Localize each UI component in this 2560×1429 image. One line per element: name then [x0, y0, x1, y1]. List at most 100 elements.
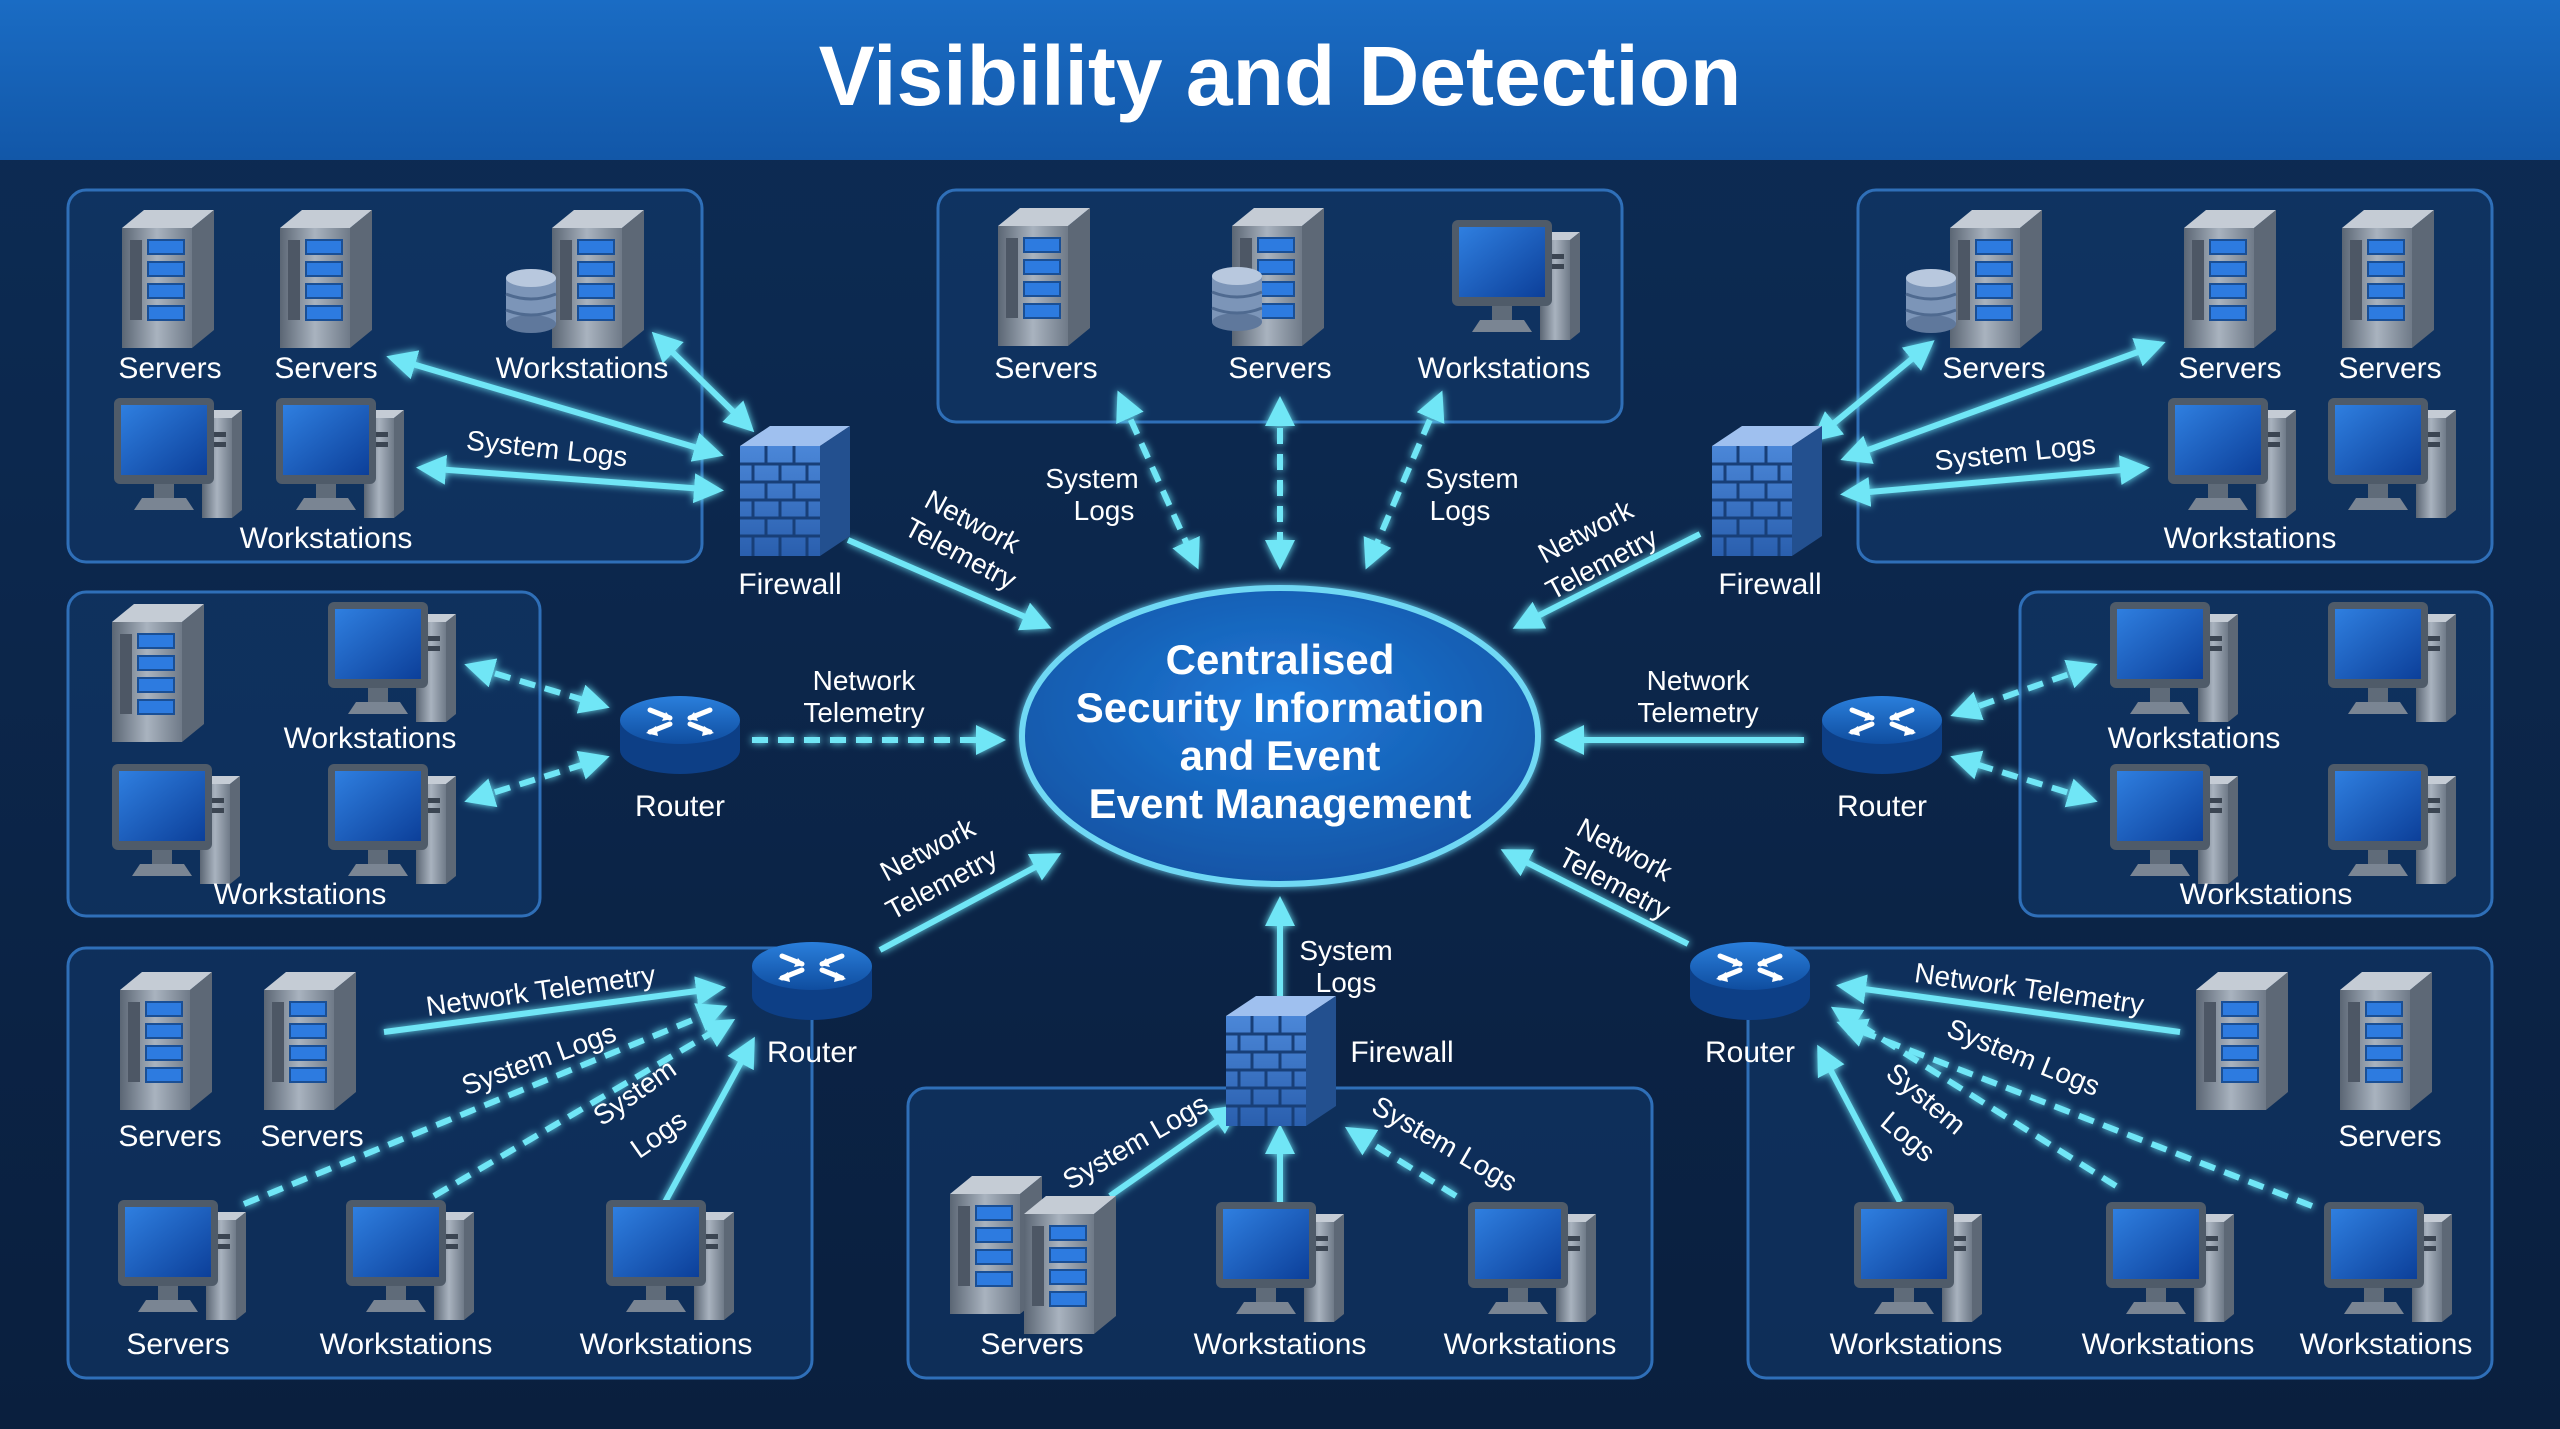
- arrow-bl-syslogs2-router: [432, 1018, 736, 1199]
- label-tl-servers-1: Servers: [118, 352, 221, 385]
- label-bl-servers-1: Servers: [118, 1120, 221, 1153]
- server-icon: [997, 207, 1091, 347]
- label-tc-workstations: Workstations: [1418, 352, 1591, 385]
- arrow-firewall-left-hub: [846, 537, 1052, 631]
- label-tr-workstations: Workstations: [2164, 522, 2337, 555]
- label-br-workstations-3: Workstations: [2300, 1328, 2473, 1361]
- label-br-workstations-1: Workstations: [1830, 1328, 2003, 1361]
- label-ml-network: Network: [813, 665, 917, 696]
- arrow-tl-syslogs-firewall: [416, 454, 724, 504]
- server-icon: [119, 971, 213, 1111]
- label-tc-logs-right: Logs: [1430, 495, 1491, 526]
- label-bc-servers: Servers: [980, 1328, 1083, 1361]
- arrow-ml-ws1-router: [464, 658, 610, 714]
- siem-hub: [1019, 585, 1541, 887]
- server-icon: [1023, 1195, 1117, 1335]
- label-br-servers: Servers: [2338, 1120, 2441, 1153]
- server-icon: [2341, 209, 2435, 349]
- label-router-bottom-right: Router: [1705, 1036, 1795, 1069]
- label-bl-servers-2: Servers: [260, 1120, 363, 1153]
- router-icon: [1822, 696, 1942, 774]
- server-icon: [279, 209, 373, 349]
- arrow-router-br-hub: [1500, 849, 1690, 947]
- label-tr-servers-2: Servers: [2178, 352, 2281, 385]
- arrow-br-syslogs-router: [1830, 1006, 2118, 1189]
- hub-line-3: and Event: [1180, 732, 1381, 779]
- database-icon: [1210, 265, 1264, 333]
- page-title: Visibility and Detection: [819, 29, 1742, 123]
- arrow-bc-servers-firewall: [1108, 1104, 1241, 1199]
- server-icon: [1949, 209, 2043, 349]
- label-mr-workstations-1: Workstations: [2108, 722, 2281, 755]
- label-firewall-right: Firewall: [1718, 568, 1821, 601]
- label-fwb-logs: Logs: [1316, 967, 1377, 998]
- label-firewall-bottom: Firewall: [1350, 1036, 1453, 1069]
- label-firewall-left: Firewall: [738, 568, 841, 601]
- siem-hub-label: Centralised Security Information and Eve…: [1076, 636, 1484, 827]
- router-icon: [1690, 942, 1810, 1020]
- firewall-icon: [1224, 994, 1338, 1128]
- arrow-br-ws-router: [1817, 1044, 1903, 1204]
- label-tc-system-right: System: [1425, 463, 1518, 494]
- label-tl-servers-2: Servers: [274, 352, 377, 385]
- arrow-bl-ws-router: [661, 1036, 755, 1206]
- router-icon: [620, 696, 740, 774]
- label-bc-workstations-1: Workstations: [1194, 1328, 1367, 1361]
- label-tl-workstations-1: Workstations: [496, 352, 669, 385]
- server-icon: [2183, 209, 2277, 349]
- server-icon: [2195, 971, 2289, 1111]
- arrow-bl-syslogs-router: [242, 1003, 728, 1207]
- arrow-tl-servers-firewall: [386, 350, 724, 462]
- arrow-firewall-right-hub: [1512, 531, 1702, 629]
- hub-line-1: Centralised: [1166, 636, 1395, 683]
- server-icon: [2339, 971, 2433, 1111]
- arrow-br-syslogs2-router: [1836, 1018, 2314, 1209]
- label-router-bottom-left: Router: [767, 1036, 857, 1069]
- label-bl-workstations-2: Workstations: [580, 1328, 753, 1361]
- label-tc-servers-2: Servers: [1228, 352, 1331, 385]
- arrow-tc-right-hub: [1363, 390, 1445, 570]
- label-tc-logs-left: Logs: [1074, 495, 1135, 526]
- label-router-mid-left: Router: [635, 790, 725, 823]
- label-tc-servers-1: Servers: [994, 352, 1097, 385]
- arrow-tr-syslogs-firewall: [1840, 455, 2150, 507]
- label-mr-network: Network: [1647, 665, 1751, 696]
- label-router-mid-right: Router: [1837, 790, 1927, 823]
- label-mr-workstations-2: Workstations: [2180, 878, 2353, 911]
- label-mr-telemetry: Telemetry: [1637, 697, 1758, 728]
- connection-arrows: [242, 331, 2314, 1210]
- arrow-router-bl-hub: [878, 853, 1062, 953]
- label-bl-servers-3: Servers: [126, 1328, 229, 1361]
- firewall-icon: [1710, 424, 1824, 558]
- arrow-tl-workstations-firewall: [651, 331, 755, 433]
- server-icon: [121, 209, 215, 349]
- arrow-bc-ws2-firewall: [1344, 1126, 1458, 1199]
- label-tr-servers-1: Servers: [1942, 352, 2045, 385]
- server-icon: [263, 971, 357, 1111]
- label-ml-workstations-1: Workstations: [284, 722, 457, 755]
- label-ml-telemetry: Telemetry: [803, 697, 924, 728]
- title-banner: [0, 0, 2560, 160]
- hub-line-4: Event Management: [1089, 780, 1472, 827]
- label-bl-workstations-1: Workstations: [320, 1328, 493, 1361]
- label-br-workstations-2: Workstations: [2082, 1328, 2255, 1361]
- arrow-tc-left-hub: [1116, 390, 1200, 570]
- label-tr-servers-3: Servers: [2338, 352, 2441, 385]
- label-tc-system-left: System: [1045, 463, 1138, 494]
- label-ml-workstations-2: Workstations: [214, 878, 387, 911]
- label-fwb-system: System: [1299, 935, 1392, 966]
- label-tl-workstations-2: Workstations: [240, 522, 413, 555]
- router-icon: [752, 942, 872, 1020]
- database-icon: [504, 267, 558, 335]
- label-bc-workstations-2: Workstations: [1444, 1328, 1617, 1361]
- hub-line-2: Security Information: [1076, 684, 1484, 731]
- firewall-icon: [738, 424, 852, 558]
- arrow-bl-telemetry-router: [383, 976, 726, 1035]
- arrow-tr-servers2-firewall: [1840, 338, 2166, 464]
- arrow-br-telemetry-router: [1836, 974, 2181, 1035]
- database-icon: [1904, 267, 1958, 335]
- arrow-mr-ws2-router: [1950, 750, 2098, 808]
- server-icon: [111, 603, 205, 743]
- arrow-ml-ws2-router: [464, 750, 610, 808]
